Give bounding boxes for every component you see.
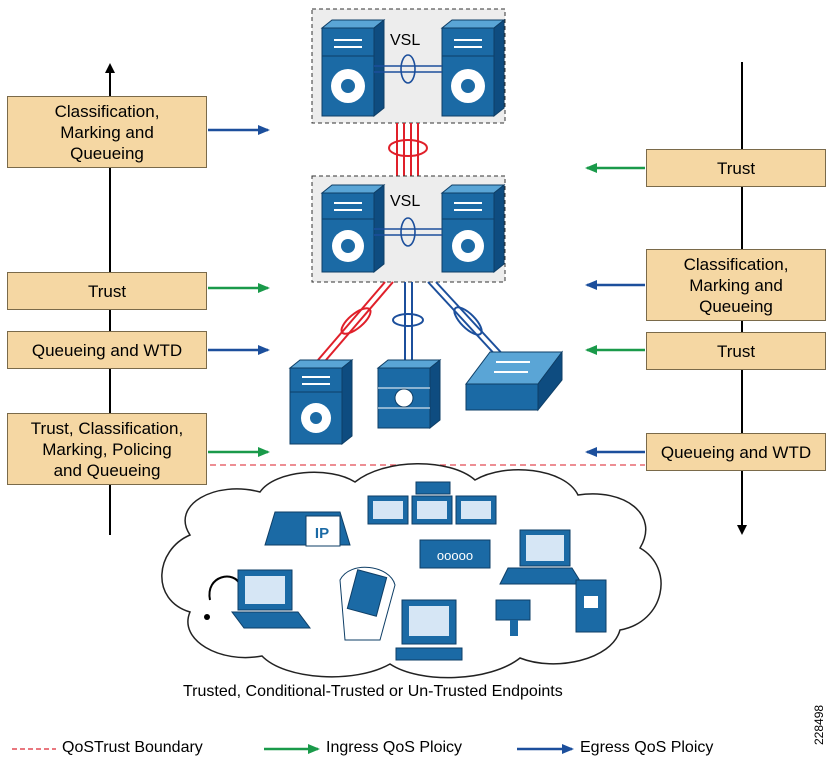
- vsl-label-top: VSL: [390, 32, 421, 49]
- core-vss-switch-pair: [311, 8, 506, 124]
- endpoints-cloud: [161, 463, 662, 679]
- left-box-trust: Trust: [7, 272, 207, 310]
- handheld-device-icon: [339, 566, 396, 641]
- right-box-classification: Classification, Marking and Queueing: [646, 249, 826, 321]
- video-wall-icon: [367, 481, 497, 525]
- core-switch-right-icon: [440, 18, 506, 118]
- legend-egress-label: Egress QoS Ploicy: [580, 739, 714, 756]
- vsl-label-middle: VSL: [390, 193, 421, 210]
- legend-boundary-label: QoSTrust Boundary: [62, 739, 203, 756]
- left-box-trust-classification-policing: Trust, Classification, Marking, Policing…: [7, 413, 207, 485]
- laptop-softphone-icon: [231, 569, 311, 629]
- distribution-switch-right-icon: [440, 183, 506, 274]
- laptop-icon: [499, 529, 583, 585]
- left-box-queueing-wtd: Queueing and WTD: [7, 331, 207, 369]
- access-stack-switch-icon: [376, 358, 442, 430]
- camera-icon: [495, 599, 531, 636]
- right-box-trust-top: Trust: [646, 149, 826, 187]
- core-distribution-links: [388, 123, 428, 176]
- right-box-trust-bottom: Trust: [646, 332, 826, 370]
- figure-id: 228498: [812, 704, 826, 745]
- distribution-switch-left-icon: [320, 183, 386, 274]
- access-fixed-switch-icon: [465, 350, 563, 412]
- legend-ingress-label: Ingress QoS Ploicy: [326, 739, 463, 756]
- server-icon: [575, 579, 607, 633]
- svg-text:IP: IP: [315, 525, 329, 542]
- svg-text:ooooo: ooooo: [437, 548, 473, 563]
- right-box-queueing-wtd: Queueing and WTD: [646, 433, 826, 471]
- endpoints-caption: Trusted, Conditional-Trusted or Un-Trust…: [183, 683, 563, 700]
- left-box-classification: Classification, Marking and Queueing: [7, 96, 207, 168]
- desktop-pc-icon: [395, 599, 463, 661]
- access-uplinks: [317, 281, 509, 362]
- video-codec-icon: ooooo: [419, 539, 491, 569]
- core-switch-left-icon: [320, 18, 386, 118]
- access-chassis-switch-icon: [288, 358, 354, 446]
- distribution-vss-switch-pair: [311, 175, 506, 283]
- ip-phone-icon: IP: [264, 511, 351, 547]
